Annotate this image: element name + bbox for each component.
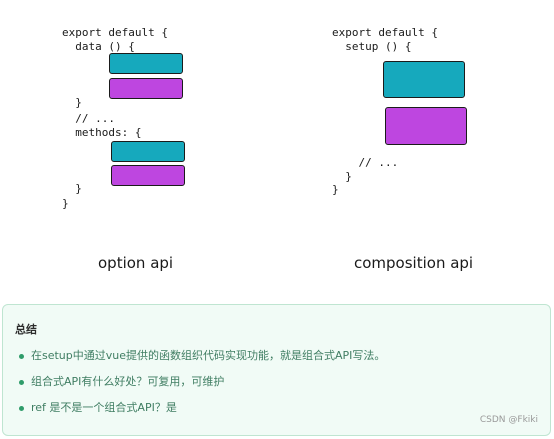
left-methods-block-teal [111,141,185,162]
bullet-dot-icon [19,380,24,385]
right-code-line-4: } [332,170,352,183]
left-data-block-teal [109,53,183,74]
summary-list-item: 组合式API有什么好处？可复用，可维护 [15,375,385,401]
left-code-line-2: data () { [62,40,135,53]
left-code-line-4: // ... [62,112,115,125]
left-data-block-purple [109,78,183,99]
left-code-line-3: } [62,96,82,109]
watermark: CSDN @Fkiki [479,415,538,425]
option-api-caption: option api [98,254,174,272]
left-code-line-6: } [62,182,82,195]
summary-title: 总结 [15,323,37,336]
right-setup-block-teal [383,61,465,98]
right-code-line-2: setup () { [332,40,412,53]
summary-list: 在setup中通过vue提供的函数组织代码实现功能，就是组合式API写法。 组合… [15,349,385,427]
summary-box: 总结 在setup中通过vue提供的函数组织代码实现功能，就是组合式API写法。… [2,304,551,436]
bullet-dot-icon [19,406,24,411]
option-vs-composition-diagram: export default { data () { } // ... meth… [62,26,474,272]
bullet-dot-icon [19,354,24,359]
right-code-line-5: } [332,183,339,196]
left-code-line-5: methods: { [62,126,142,139]
right-code-line-1: export default { [332,26,438,39]
composition-api-caption: composition api [354,254,474,272]
right-setup-block-purple [385,107,467,145]
right-code-line-3: // ... [332,156,399,169]
summary-list-item: 在setup中通过vue提供的函数组织代码实现功能，就是组合式API写法。 [15,349,385,375]
summary-list-item: ref 是不是一个组合式API？是 [15,401,385,427]
summary-item-text: ref 是不是一个组合式API？是 [31,401,177,414]
left-code-line-7: } [62,197,69,210]
summary-item-text: 在setup中通过vue提供的函数组织代码实现功能，就是组合式API写法。 [31,349,386,362]
left-code-line-1: export default { [62,26,168,39]
summary-item-text: 组合式API有什么好处？可复用，可维护 [31,375,225,388]
left-methods-block-purple [111,165,185,186]
